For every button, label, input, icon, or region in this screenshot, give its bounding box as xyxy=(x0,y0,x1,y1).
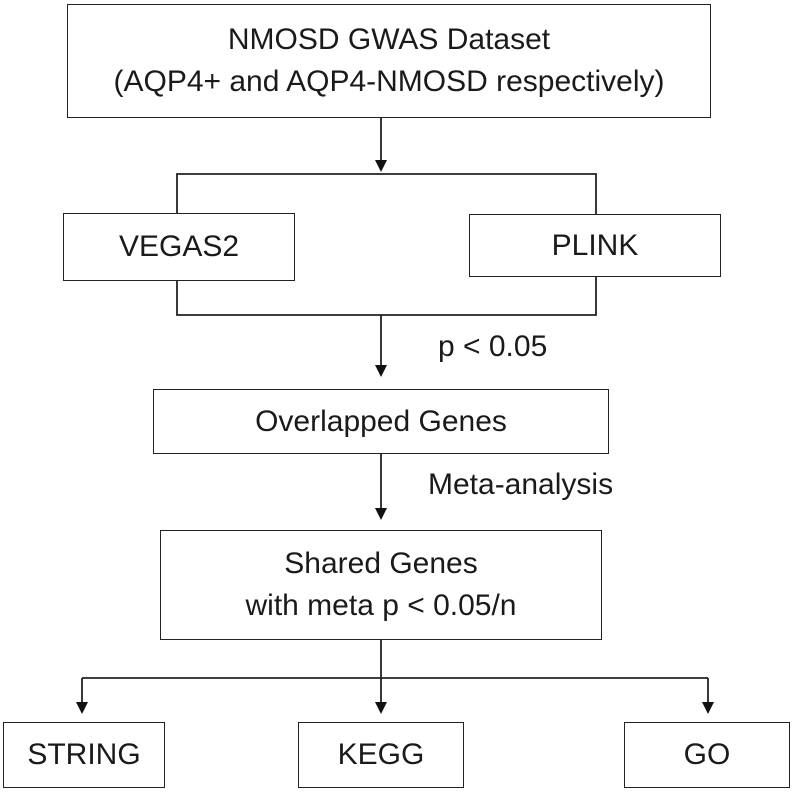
edge-label-meta-analysis: Meta-analysis xyxy=(428,468,614,501)
dataset-title: NMOSD GWAS Dataset xyxy=(227,23,551,56)
node-kegg: KEGG xyxy=(298,722,464,788)
node-nmosd-gwas-dataset: NMOSD GWAS Dataset (AQP4+ and AQP4-NMOSD… xyxy=(67,4,711,118)
node-vegas2: VEGAS2 xyxy=(63,213,295,281)
kegg-label: KEGG xyxy=(337,738,425,771)
go-label: GO xyxy=(683,738,731,771)
merge-bracket xyxy=(176,277,597,316)
split-bracket xyxy=(176,173,597,214)
node-plink: PLINK xyxy=(469,214,721,277)
node-string: STRING xyxy=(3,722,165,788)
string-label: STRING xyxy=(27,738,141,771)
vegas2-label: VEGAS2 xyxy=(118,230,240,263)
shared-genes-criterion: with meta p < 0.05/n xyxy=(245,589,517,622)
node-overlapped-genes: Overlapped Genes xyxy=(153,389,609,454)
node-shared-genes: Shared Genes with meta p < 0.05/n xyxy=(160,530,602,640)
plink-label: PLINK xyxy=(551,228,639,262)
node-go: GO xyxy=(624,722,790,788)
edge-label-p-threshold: p < 0.05 xyxy=(438,330,548,363)
dataset-subtitle: (AQP4+ and AQP4-NMOSD respectively) xyxy=(113,65,665,98)
overlapped-genes-label: Overlapped Genes xyxy=(255,404,507,438)
shared-genes-title: Shared Genes xyxy=(284,547,478,580)
